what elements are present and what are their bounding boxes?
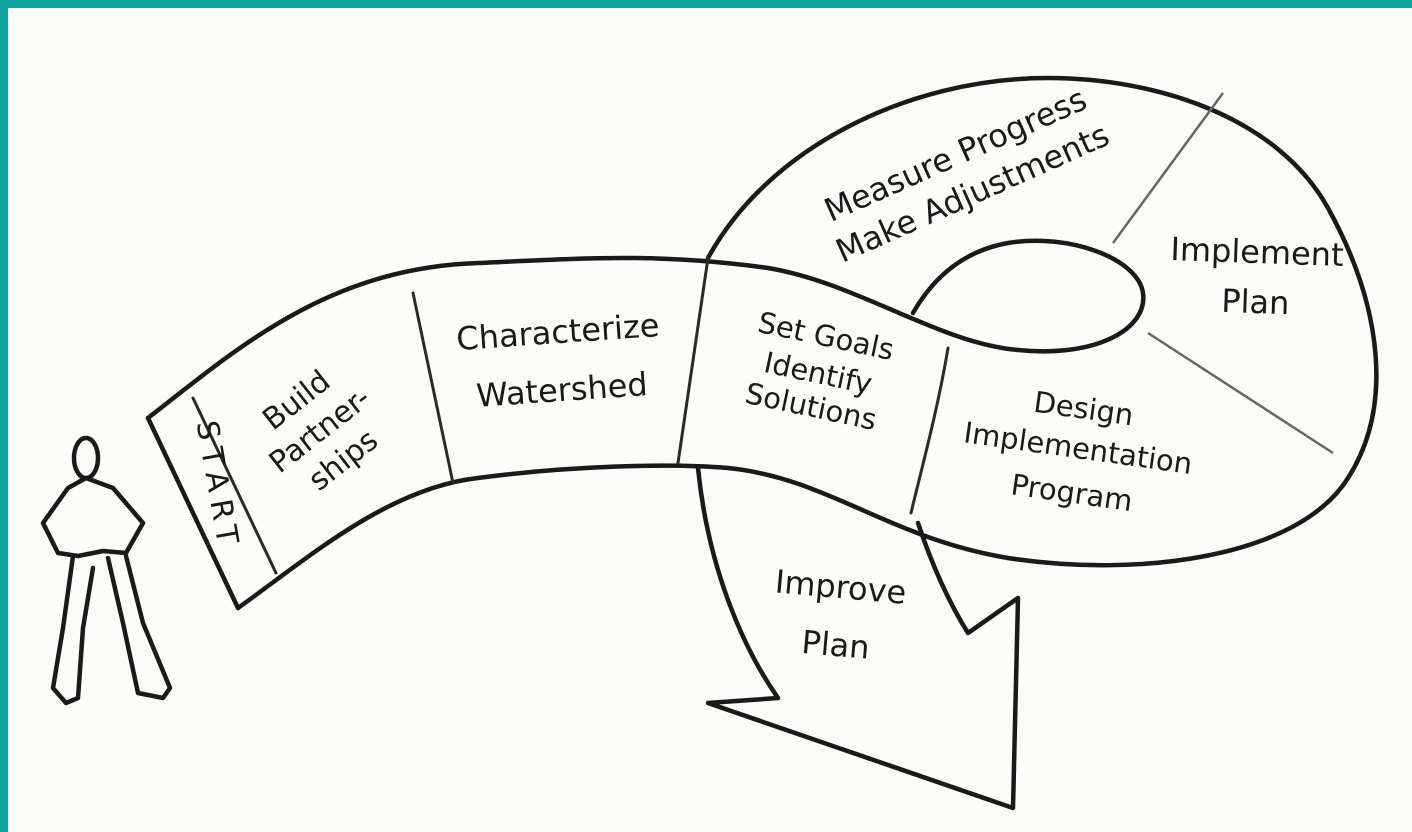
stick-figure	[40, 435, 173, 706]
start-label: START	[189, 418, 246, 555]
svg-text:Design: Design	[1032, 385, 1136, 433]
divider-implement-bottom	[1147, 331, 1334, 455]
svg-text:Plan: Plan	[1221, 282, 1290, 322]
divider-setgoals	[909, 346, 950, 515]
label-design-program: Design Implementation Program	[962, 385, 1195, 518]
label-set-goals: Set Goals Identify Solutions	[742, 305, 897, 437]
road-bottom-edge	[235, 75, 1379, 611]
label-measure-progress: Measure Progress Make Adjustments	[819, 80, 1115, 271]
road-start-edge	[145, 415, 241, 611]
svg-text:Plan: Plan	[800, 623, 871, 667]
label-characterize-watershed: Characterize Watershed	[455, 306, 661, 415]
watershed-planning-diagram: START Build Partner- ships Characterize …	[40, 75, 1379, 811]
svg-text:Characterize: Characterize	[455, 306, 661, 358]
svg-text:Implement: Implement	[1170, 230, 1344, 274]
svg-text:Improve: Improve	[774, 562, 908, 611]
divider-start	[191, 396, 278, 575]
improve-arrow-outline	[695, 465, 1021, 811]
svg-text:Watershed: Watershed	[475, 365, 649, 415]
svg-text:Implementation: Implementation	[962, 415, 1195, 481]
divider-build	[411, 291, 455, 485]
label-implement-plan: Implement Plan	[1170, 230, 1344, 322]
label-build-partnerships: Build Partner- ships	[256, 364, 385, 499]
label-improve-plan: Improve Plan	[774, 562, 908, 667]
svg-text:Program: Program	[1009, 467, 1135, 518]
divider-implement-top	[1111, 92, 1225, 244]
road-top-edge	[145, 238, 1146, 421]
label-start: START	[189, 418, 246, 555]
diagram-frame: START Build Partner- ships Characterize …	[8, 8, 1412, 832]
divider-characterize	[676, 256, 710, 465]
